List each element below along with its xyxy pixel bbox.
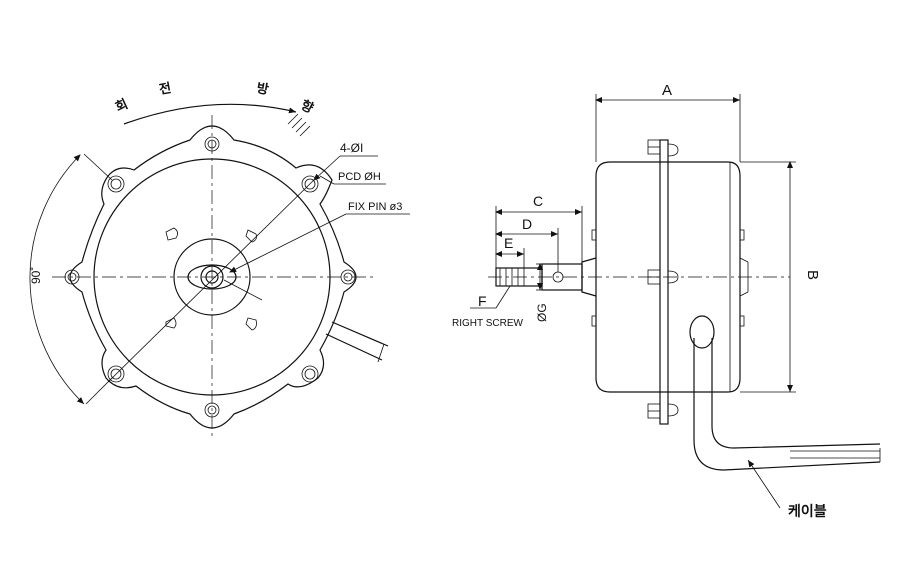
side-view: A B C D E ØG F RIGHT SCREW 케이블 [452,82,881,520]
rotation-hatch [287,113,311,137]
dim-g-label: ØG [535,303,549,322]
rotation-char-4: 향 [298,97,316,117]
angle-dimension-arc [29,154,85,405]
dim-c-label: C [533,193,543,209]
pcd-label: PCD ØH [338,171,381,183]
rotation-char-3: 방 [255,80,270,98]
mounting-holes [107,175,319,383]
cable-label: 케이블 [788,503,827,520]
dim-f-label: F [478,293,487,309]
shaft-outer [200,265,224,289]
angle-extension-top [83,153,113,181]
dim-b-label: B [804,270,821,280]
right-screw-label: RIGHT SCREW [452,318,523,329]
fix-pin-label: FIX PIN ø3 [348,201,402,213]
rotation-char-1: 회 [113,96,131,116]
hub-outer [173,238,251,316]
front-view: 회 전 방 향 90˚ 4-ØI PCD ØH FIX PIN ø3 [29,80,410,440]
inner-housing-circle [93,158,331,396]
hole-leader [313,155,341,181]
dim-a-label: A [662,82,672,99]
f-leader [495,285,511,309]
dim-e-label: E [504,235,513,251]
fix-pin-axis-line [223,279,263,301]
flange-bolts [647,139,679,419]
pcd-leader [319,175,335,185]
rotation-arrow [123,103,297,125]
rear-bump-bottom [739,291,749,297]
pcd-diagonal-line [107,175,319,383]
vent-slots [165,227,257,331]
angle-extension-bottom [85,377,113,405]
outer-flange [69,125,357,429]
rear-bump-top [739,257,749,263]
dim-d-label: D [522,216,532,232]
cable-leader [747,459,781,509]
rotation-char-2: 전 [158,80,173,98]
screw-threads [499,268,525,286]
angle-label: 90˚ [29,267,43,284]
motor-body [595,161,741,393]
hole-label: 4-ØI [340,141,363,155]
hub-boss [187,264,237,290]
side-cable [689,315,881,471]
flange-plate [659,139,669,425]
shaft-inner [205,270,219,284]
fix-pin-leader [229,213,347,273]
body-tabs [591,229,745,327]
front-cable [325,321,389,363]
